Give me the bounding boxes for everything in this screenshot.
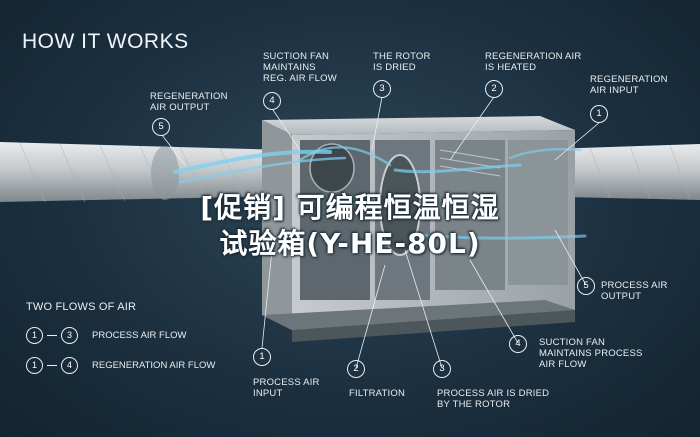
legend-text: REGENERATION AIR FLOW [92, 359, 216, 371]
overlay-title-line1: [促销] 可编程恒温恒湿 [200, 191, 500, 224]
legend-row-regeneration: 1 4 REGENERATION AIR FLOW [26, 356, 215, 374]
callout-number: 3 [433, 360, 451, 378]
callout-number: 4 [263, 92, 281, 110]
label-process-air-input: PROCESS AIR INPUT [253, 377, 320, 399]
overlay-title-line2: 试验箱(Y-HE-80L) [219, 227, 481, 260]
dehumidifier-unit [262, 116, 575, 342]
label-regeneration-heated: REGENERATION AIR IS HEATED [485, 51, 582, 73]
label-suction-fan-regen: SUCTION FAN MAINTAINS REG. AIR FLOW [263, 51, 337, 84]
airflow-streams [173, 146, 587, 240]
callout-number: 5 [577, 277, 595, 295]
legend-to-number: 3 [61, 326, 78, 344]
label-regeneration-air-output: REGENERATION AIR OUTPUT [150, 91, 228, 113]
label-regeneration-air-input: REGENERATION AIR INPUT [590, 74, 668, 96]
legend-heading: TWO FLOWS OF AIR [26, 301, 137, 313]
callout-number: 1 [253, 348, 271, 366]
page-title: HOW IT WORKS [22, 30, 189, 53]
callout-number: 4 [509, 335, 527, 353]
callout-number: 2 [347, 360, 365, 378]
label-process-air-output: PROCESS AIR OUTPUT [601, 280, 668, 302]
label-rotor-dried: THE ROTOR IS DRIED [373, 51, 431, 73]
callout-number: 1 [590, 105, 608, 123]
legend-dash [47, 334, 57, 336]
legend-to-number: 4 [61, 356, 78, 374]
callout-number: 5 [152, 118, 170, 136]
callout-number: 3 [373, 80, 391, 98]
legend-from-number: 1 [26, 326, 43, 344]
legend-text: PROCESS AIR FLOW [92, 329, 187, 341]
legend-dash [47, 364, 57, 366]
legend-from-number: 1 [26, 356, 43, 374]
label-suction-fan-process: SUCTION FAN MAINTAINS PROCESS AIR FLOW [539, 337, 643, 370]
label-process-air-dried: PROCESS AIR IS DRIED BY THE ROTOR [437, 388, 550, 410]
leader-lines [161, 96, 601, 369]
legend-row-process: 1 3 PROCESS AIR FLOW [26, 326, 187, 344]
left-duct [0, 142, 285, 203]
callout-number: 2 [485, 80, 503, 98]
label-filtration: FILTRATION [349, 388, 406, 399]
